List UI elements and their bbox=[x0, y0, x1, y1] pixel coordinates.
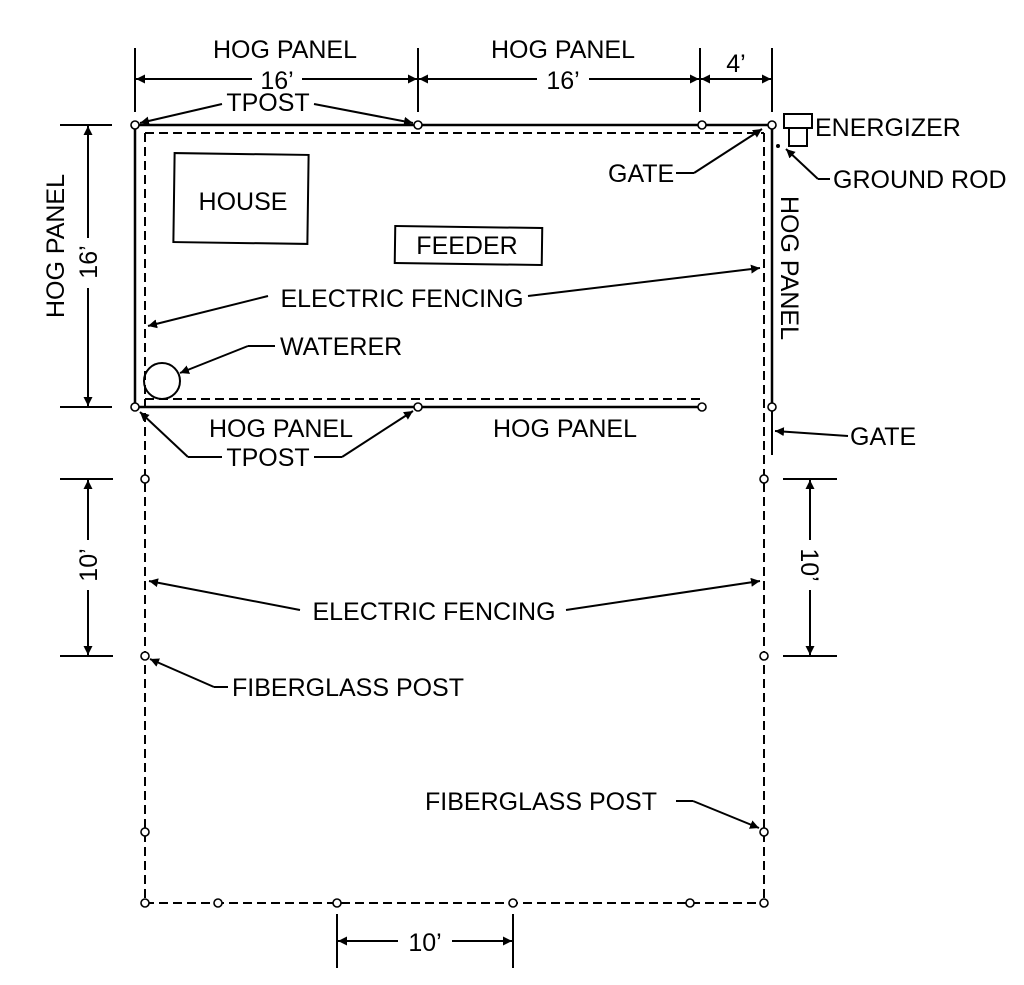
fiberglass-post-marker bbox=[759, 827, 769, 837]
waterer-label: WATERER bbox=[280, 333, 402, 361]
ground-rod-label: GROUND ROD bbox=[833, 166, 1007, 194]
tposts bbox=[130, 120, 777, 412]
fiberglass-post-marker bbox=[759, 651, 769, 661]
house-label: HOUSE bbox=[199, 188, 288, 216]
tpost-top-callout: TPOST bbox=[139, 89, 414, 126]
gate-label: GATE bbox=[850, 423, 916, 451]
energizer-box bbox=[783, 113, 813, 129]
gate-label: GATE bbox=[608, 160, 674, 188]
leader-line bbox=[179, 345, 249, 374]
electric-fence-lines bbox=[144, 132, 765, 904]
dimension-16ft-label: 16’ bbox=[75, 245, 103, 278]
gate-lower-callout: GATE bbox=[774, 423, 916, 451]
tpost-marker bbox=[413, 120, 423, 130]
leader-line bbox=[693, 128, 763, 174]
tpost-label: TPOST bbox=[226, 444, 309, 472]
hog-panel-label: HOG PANEL bbox=[775, 196, 803, 340]
leader-line bbox=[148, 578, 301, 611]
leader-line bbox=[313, 103, 414, 126]
energizer-base bbox=[788, 127, 808, 147]
tpost-marker bbox=[697, 120, 707, 130]
tpost-marker bbox=[413, 402, 423, 412]
leader-line bbox=[149, 658, 215, 688]
leader-line bbox=[527, 264, 761, 297]
tpost-marker bbox=[130, 402, 140, 412]
leader-line bbox=[774, 427, 849, 437]
dimension-10ft-label: 10’ bbox=[75, 548, 103, 581]
leader-line bbox=[341, 410, 414, 458]
leader-line bbox=[139, 411, 189, 458]
tpost-marker bbox=[697, 402, 707, 412]
fiberglass-post-marker bbox=[213, 898, 223, 908]
tpost-label: TPOST bbox=[226, 89, 309, 117]
hog-panel-lines bbox=[133, 123, 774, 409]
fiberglass-post-right-callout: FIBERGLASS POST bbox=[425, 788, 760, 829]
fiberglass-post-label: FIBERGLASS POST bbox=[232, 674, 464, 702]
dimension-16ft-label: 16’ bbox=[546, 67, 579, 95]
electric-fencing-label: ELECTRIC FENCING bbox=[312, 598, 555, 626]
hog-panel-label: HOG PANEL bbox=[42, 174, 70, 318]
hog-panel-label: HOG PANEL bbox=[493, 415, 637, 443]
leader-line bbox=[147, 295, 269, 329]
fiberglass-post-marker bbox=[140, 651, 150, 661]
fiberglass-post-left-callout: FIBERGLASS POST bbox=[149, 658, 464, 702]
dimension-4ft-label: 4’ bbox=[726, 50, 745, 78]
ground-rod-callout: GROUND ROD bbox=[785, 148, 1007, 194]
tpost-marker bbox=[130, 120, 140, 130]
gate-top-callout: GATE bbox=[608, 128, 763, 188]
waterer-circle bbox=[143, 362, 181, 400]
energizer-label: ENERGIZER bbox=[815, 114, 961, 142]
energizer-group: ENERGIZER bbox=[776, 113, 961, 148]
dimension-16ft-label: 16’ bbox=[260, 67, 293, 95]
hog-panel-label: HOG PANEL bbox=[491, 36, 635, 64]
electric-fencing-lower-callout: ELECTRIC FENCING bbox=[148, 577, 761, 626]
hog-panel-label: HOG PANEL bbox=[213, 36, 357, 64]
bottom-10ft-dimension: 10’ bbox=[336, 914, 514, 968]
fiberglass-post-marker bbox=[140, 827, 150, 837]
fiberglass-post-marker bbox=[759, 898, 769, 908]
tpost-bottom-callout: TPOST bbox=[139, 410, 414, 472]
feeder-box bbox=[393, 224, 544, 267]
leader-line bbox=[565, 577, 761, 611]
fiberglass-post-marker bbox=[508, 898, 518, 908]
tpost-marker bbox=[767, 402, 777, 412]
hog-panel-label: HOG PANEL bbox=[209, 415, 353, 443]
fiberglass-post-marker bbox=[759, 474, 769, 484]
fiberglass-post-marker bbox=[140, 898, 150, 908]
dimension-10ft-label: 10’ bbox=[795, 548, 823, 581]
left-dimension: HOG PANEL 16’ bbox=[42, 124, 112, 408]
fiberglass-post-marker bbox=[140, 474, 150, 484]
electric-fencing-upper-callout: ELECTRIC FENCING bbox=[147, 264, 761, 329]
leader-line bbox=[785, 148, 819, 180]
fiberglass-post-marker bbox=[685, 898, 695, 908]
feeder-label: FEEDER bbox=[416, 232, 517, 260]
right-10ft-dimension: 10’ bbox=[783, 478, 837, 657]
fiberglass-post-marker bbox=[332, 898, 342, 908]
leader-line bbox=[692, 800, 760, 829]
tpost-marker bbox=[767, 120, 777, 130]
dimension-10ft-label: 10’ bbox=[408, 929, 441, 957]
leader-line bbox=[139, 103, 223, 126]
fiberglass-posts bbox=[140, 474, 769, 908]
top-dimensions: HOG PANEL 16’ HOG PANEL 16’ 4’ bbox=[134, 36, 773, 112]
waterer-callout: WATERER bbox=[179, 333, 402, 374]
house-box bbox=[172, 152, 310, 245]
fiberglass-post-label: FIBERGLASS POST bbox=[425, 788, 657, 816]
ground-rod-point bbox=[776, 144, 780, 148]
left-10ft-dimension: 10’ bbox=[60, 478, 113, 657]
electric-fencing-label: ELECTRIC FENCING bbox=[280, 285, 523, 313]
